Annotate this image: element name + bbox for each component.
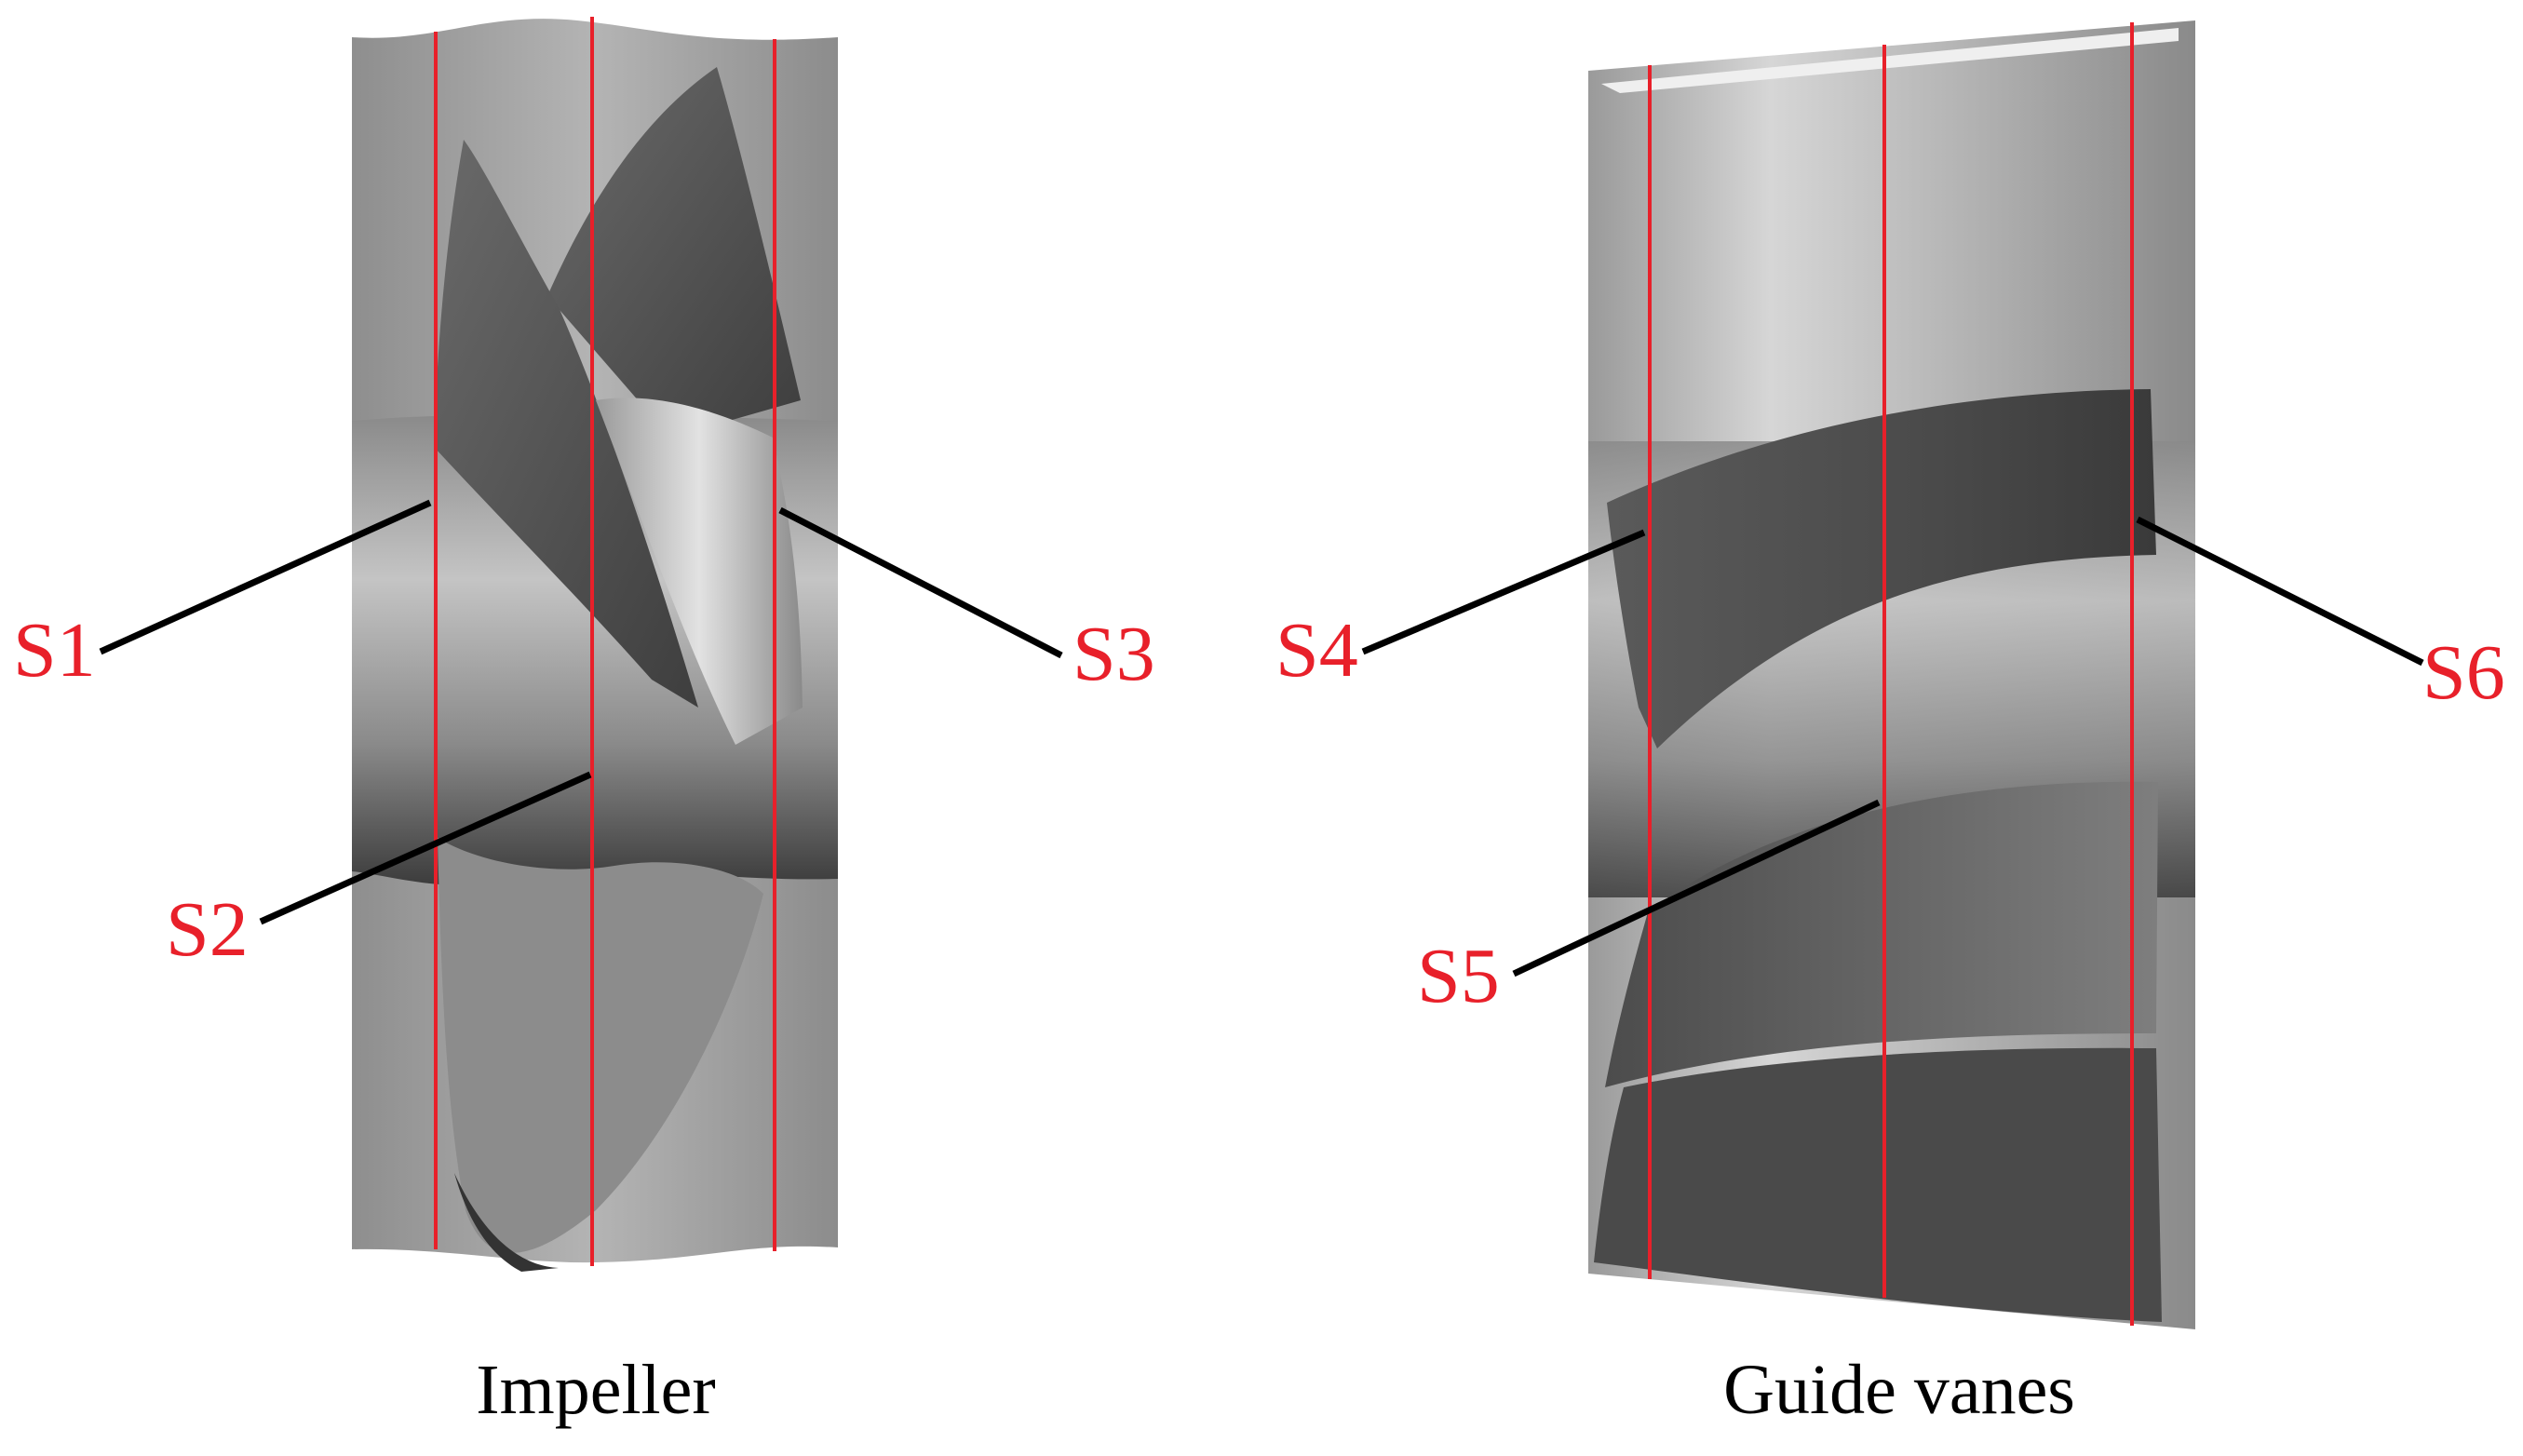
leader-s3 xyxy=(778,506,1063,659)
label-s6: S6 xyxy=(2422,629,2505,716)
label-s2: S2 xyxy=(166,886,249,973)
caption-guide-vanes: Guide vanes xyxy=(1723,1351,2075,1429)
label-s3: S3 xyxy=(1073,611,1155,697)
guide-vane-bottom xyxy=(1594,1047,2162,1322)
impeller-blade-light xyxy=(596,398,803,745)
impeller-blade-lower-edge xyxy=(454,1173,559,1272)
guide-vanes-model xyxy=(1588,20,2195,1329)
label-s1: S1 xyxy=(13,607,96,694)
label-s5: S5 xyxy=(1417,933,1500,1019)
leader-s2 xyxy=(259,771,592,925)
leader-s4 xyxy=(1361,529,1646,655)
leader-s1 xyxy=(99,499,432,655)
leader-s5 xyxy=(1512,799,1881,977)
guide-vane-upper xyxy=(1607,389,2156,748)
caption-impeller: Impeller xyxy=(476,1351,715,1429)
impeller-model xyxy=(352,17,838,1272)
guide-vane-lower xyxy=(1605,781,2158,1087)
impeller-blade-lower xyxy=(438,838,763,1253)
impeller-blade-left xyxy=(434,140,698,708)
leader-s6 xyxy=(2136,516,2424,667)
label-s4: S4 xyxy=(1275,607,1358,694)
guide-vanes-top-edge xyxy=(1601,28,2179,93)
impeller-blade-upper xyxy=(547,67,801,438)
